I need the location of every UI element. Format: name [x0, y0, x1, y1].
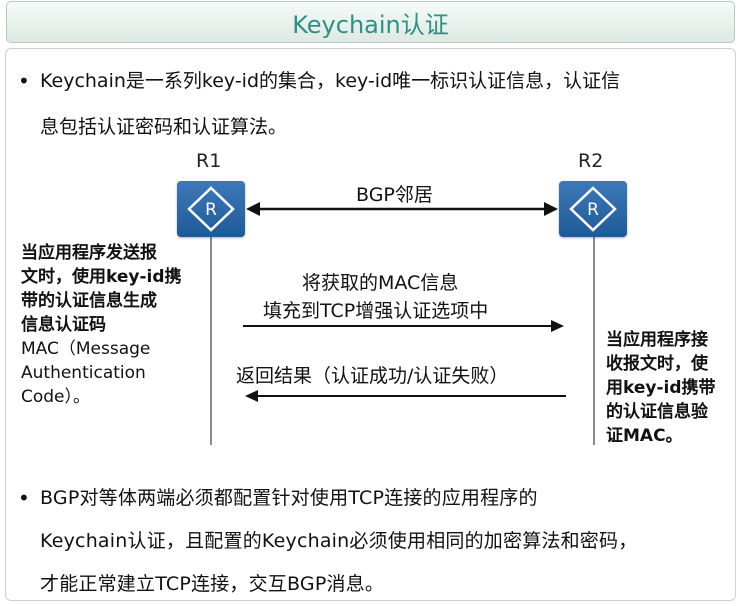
- r2-note-line: 用key-id携带: [606, 378, 716, 398]
- r2-note: 当应用程序接 收报文时，使 用key-id携带 的认证信息验 证MAC。: [606, 328, 736, 448]
- bullet-line: BGP对等体两端必须都配置针对使用TCP连接的应用程序的: [40, 487, 538, 509]
- r1-note-line: Code）。: [21, 387, 91, 407]
- router-icon: R: [569, 186, 617, 232]
- r2-note-line: 的认证信息验: [606, 402, 708, 422]
- forward-message-line1: 将获取的MAC信息: [302, 272, 459, 294]
- r2-lifeline: [593, 236, 595, 445]
- r1-note-line: MAC（Message: [21, 339, 151, 359]
- bullet-dot: •: [18, 69, 30, 93]
- bullet-keychain-definition: • Keychain是一系列key-id的集合，key-id唯一标识认证信息，认…: [18, 58, 730, 150]
- bullet-keychain-requirement: • BGP对等体两端必须都配置针对使用TCP连接的应用程序的 Keychain认…: [18, 477, 730, 606]
- r1-lifeline: [210, 236, 212, 445]
- r1-note-line: 文时，使用key-id携: [21, 267, 182, 287]
- r2-note-line: 证MAC。: [606, 426, 683, 446]
- router-icon: R: [187, 186, 235, 232]
- r1-note-line: 信息认证码: [21, 315, 106, 335]
- r2-note-line: 收报文时，使: [606, 354, 708, 374]
- arrowhead-left: [246, 202, 260, 216]
- r1-note: 当应用程序发送报 文时，使用key-id携 带的认证信息生成 信息认证码 MAC…: [21, 241, 201, 409]
- bullet-line: 才能正常建立TCP连接，交互BGP消息。: [40, 573, 385, 595]
- r1-note-line: Authentication: [21, 363, 146, 383]
- bullet-dot: •: [18, 486, 30, 510]
- svg-text:R: R: [205, 200, 217, 220]
- return-message: 返回结果（认证成功/认证失败）: [236, 365, 509, 387]
- r2-label: R2: [578, 150, 604, 172]
- r2-note-line: 当应用程序接: [606, 330, 708, 350]
- arrowhead-right: [551, 320, 564, 332]
- bullet-line: Keychain是一系列key-id的集合，key-id唯一标识认证信息，认证信: [40, 70, 621, 92]
- r2-router: R: [559, 181, 627, 237]
- forward-message-line2: 填充到TCP增强认证选项中: [263, 300, 489, 322]
- bullet-line: 息包括认证密码和认证算法。: [40, 116, 288, 138]
- r1-label: R1: [196, 150, 222, 172]
- arrowhead-left: [245, 390, 258, 402]
- title-bar: Keychain认证: [6, 1, 735, 43]
- bullet-line: Keychain认证，且配置的Keychain必须使用相同的加密算法和密码，: [40, 530, 638, 552]
- r1-note-line: 当应用程序发送报: [21, 243, 157, 263]
- slide-title: Keychain认证: [292, 10, 449, 39]
- svg-text:R: R: [587, 200, 599, 220]
- r1-router: R: [177, 181, 245, 237]
- arrowhead-right: [544, 202, 558, 216]
- r1-note-line: 带的认证信息生成: [21, 291, 157, 311]
- bgp-neighbor-label: BGP邻居: [356, 184, 433, 206]
